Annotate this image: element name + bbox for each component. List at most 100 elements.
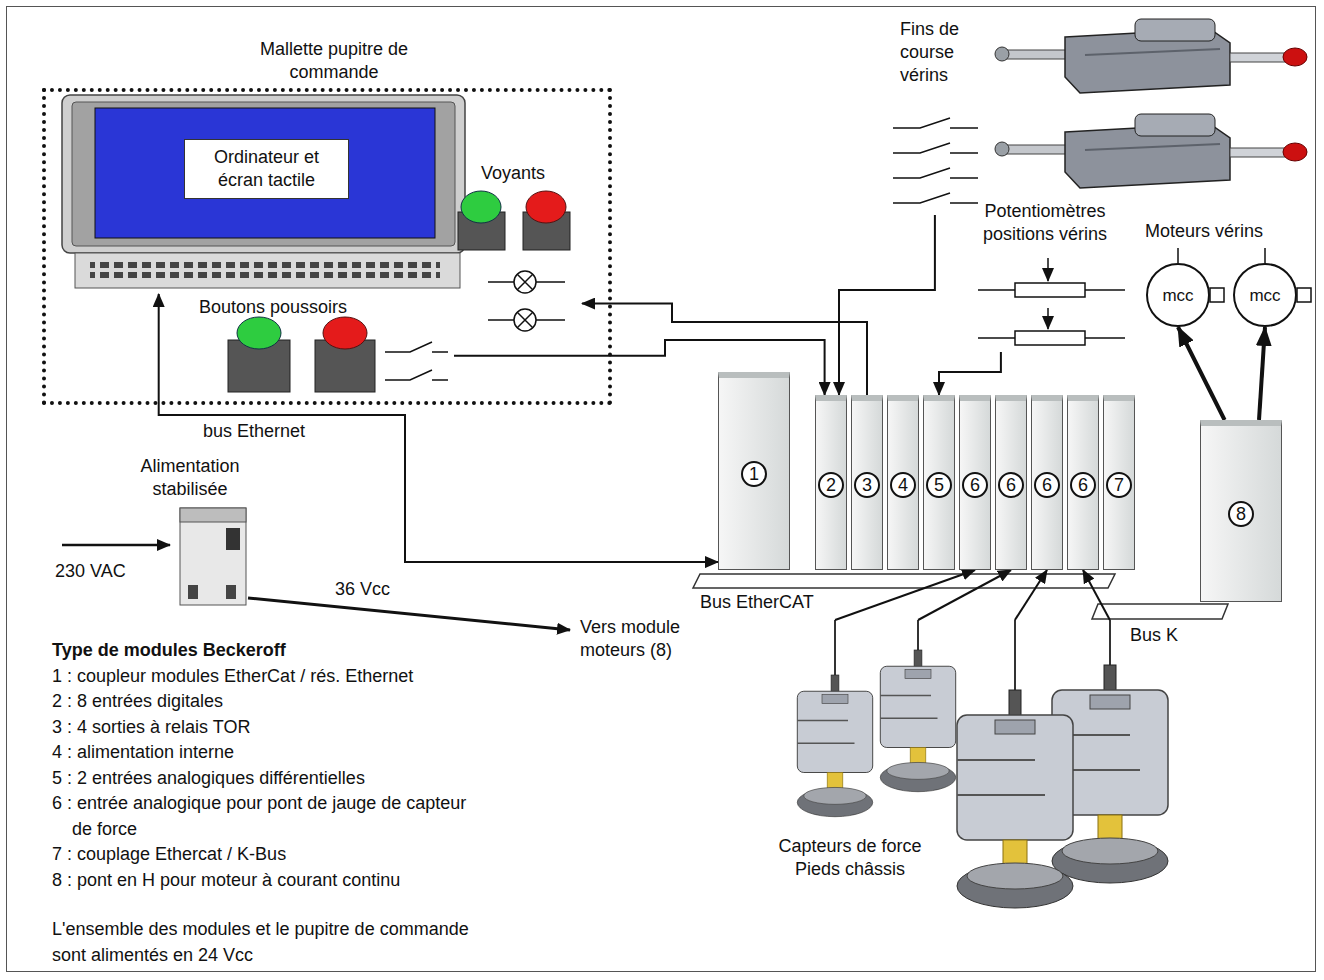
io-module: 6 [1031,395,1063,570]
push-buttons [228,317,375,392]
limit-switch-symbols [893,193,978,203]
text-holder: Capteurs de force Pieds châssis [755,835,945,881]
connector [1259,327,1265,420]
connector [1083,570,1110,620]
text-holder: Bus K [1130,624,1178,647]
potentiometer-symbols [1047,258,1049,281]
io-module: 6 [995,395,1027,570]
coupler-module: 1 [718,372,790,570]
lamp-symbols [514,271,536,293]
force-sensor-cables [835,620,1110,690]
text-holder: Fins de course vérins [900,18,975,87]
module-type-list: Type de modules Beckeroff1 : coupleur mo… [52,638,472,968]
text-holder: Ordinateur et écran tactile [184,139,349,199]
tablet-drawing [72,102,455,246]
supply-arrows [62,545,570,630]
node-label: Voyants [481,162,545,185]
indicator-lamps [458,191,570,250]
callout-number: 7 [1106,472,1132,498]
power-supply-drawing [180,508,246,605]
power-supply-drawing [226,585,236,599]
callout-number: 3 [854,472,880,498]
node-label: Capteurs de force Pieds châssis [755,835,945,881]
power-supply-drawing [226,528,240,550]
illustration [957,690,1073,908]
potentiometer-symbols [1047,308,1049,329]
indicator-group: Voyants [459,162,582,339]
text-holder: Voyants [481,162,545,185]
callout-number: 6 [962,472,988,498]
text-holder: Vers module moteurs (8) [580,616,715,662]
motor-symbol-stubs [1297,288,1311,302]
list-item: 7 : couplage Ethercat / K-Bus [52,842,472,868]
io-module: 6 [959,395,991,570]
touch-computer: Ordinateur et écran tactile [66,99,469,294]
io-module: 4 [887,395,919,570]
text-holder: Mallette pupitre de commande [239,38,429,84]
connector [835,570,975,620]
io-module: 2 [815,395,847,570]
potentiometer-symbols [1015,331,1085,345]
text-holder: 230 VAC [55,560,126,583]
control-case: Mallette pupitre de commandeOrdinateur e… [42,88,612,405]
limit-switch-symbols [893,118,978,128]
lamp-symbols [517,274,533,290]
limit-switches: Fins de course vérins [888,18,990,215]
list-item: 2 : 8 entrées digitales [52,689,472,715]
text-holder: bus Ethernet [200,420,308,443]
voltage-label: 36 Vcc [335,578,390,601]
power-supply: Alimentation stabilisée [115,455,269,612]
lamp-symbols [517,312,533,328]
list-item: 8 : pont en H pour moteur à courant cont… [52,868,472,894]
illustration [995,114,1307,188]
group-label: Moteurs vérins [1145,220,1263,243]
potentiometers: Potentiomètres positions vérins [960,200,1134,352]
tablet-drawing [62,95,465,253]
tablet-drawing [62,95,465,288]
limit-switch-symbols [893,143,978,153]
node-label: Boutons poussoirs [199,296,347,319]
tablet-drawing [90,262,440,282]
push-buttons [323,317,367,349]
connector [1015,570,1047,620]
text-holder: Alimentation stabilisée [115,455,265,501]
connector [839,215,935,395]
callout-number: 1 [741,461,767,487]
callout-number: 6 [998,472,1024,498]
list-item: 6 : entrée analogique pour pont de jauge… [52,791,472,842]
force-sensor-cables [835,620,1110,690]
node-label: Alimentation stabilisée [115,455,265,501]
node-label: Ordinateur et écran tactile [191,146,342,192]
bus-bars [693,574,1115,588]
motor-label: mcc [1162,284,1193,307]
button-group: Boutons poussoirs [194,296,454,399]
supply-arrows [62,544,170,547]
motor-circle: mcc [1146,263,1210,327]
bus-label: Bus EtherCAT [700,591,814,614]
connector [1178,327,1225,420]
list-item: 3 : 4 sorties à relais TOR [52,715,472,741]
list-item: 5 : 2 entrées analogiques différentielle… [52,766,472,792]
connector [918,570,1011,620]
power-supply-drawing [188,585,198,599]
list-item: 4 : alimentation interne [52,740,472,766]
limit-switch-symbols [893,168,978,178]
motor-module: 8 [1200,420,1282,602]
power-note: L'ensemble des modules et le pupitre de … [52,917,472,968]
bus-bars [1092,604,1228,619]
illustration [995,19,1307,93]
button-switch-symbols [385,370,448,380]
push-buttons [237,317,281,349]
button-switch-symbols [385,342,448,380]
voltage-label: 230 VAC [55,560,126,583]
motor-label: mcc [1249,284,1280,307]
node-label: Mallette pupitre de commande [239,38,429,84]
connector [159,294,718,562]
callout-number: 6 [1070,472,1096,498]
bus-label: Bus K [1130,624,1178,647]
node-label: Potentiomètres positions vérins [960,200,1130,246]
io-module: 3 [851,395,883,570]
io-module: 5 [923,395,955,570]
callout-number: 2 [818,472,844,498]
